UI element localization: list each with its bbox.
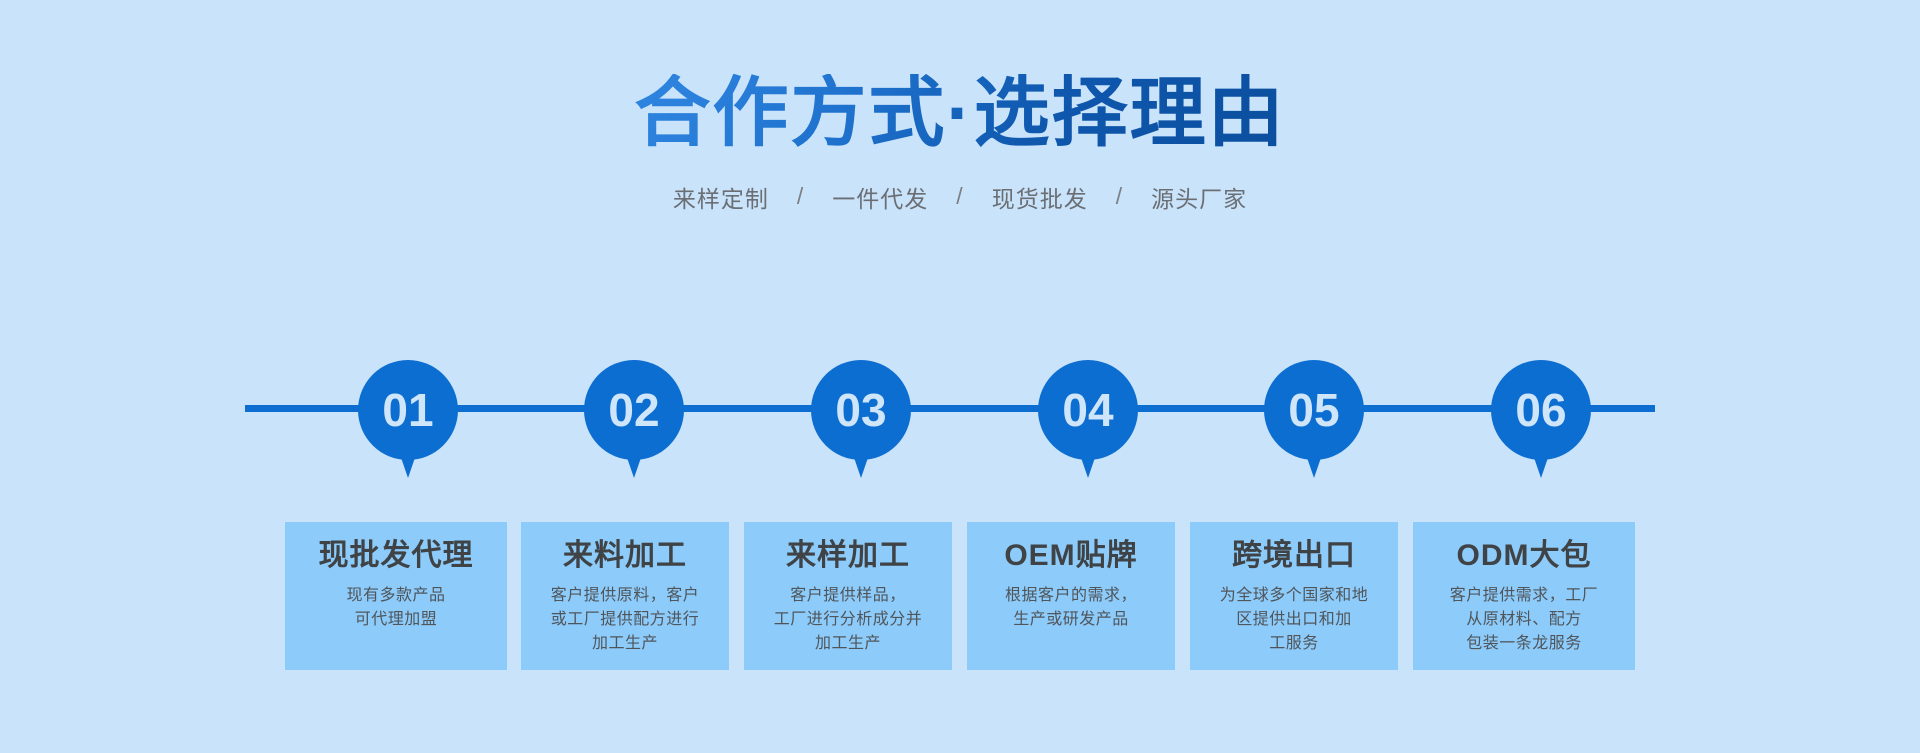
subtitle-item-2: 现货批发 xyxy=(991,185,1088,212)
step-card-05[interactable]: 跨境出口 为全球多个国家和地 区提供出口和加 工服务 xyxy=(1190,522,1398,670)
card-title-05: 跨境出口 xyxy=(1232,539,1356,572)
step-cards: 现批发代理 现有多款产品 可代理加盟 来料加工 客户提供原料，客户 或工厂提供配… xyxy=(0,522,1920,670)
timeline-marker-01[interactable]: 01 xyxy=(358,360,458,478)
marker-number-05: 05 xyxy=(1288,384,1340,436)
card-title-04: OEM贴牌 xyxy=(1004,539,1138,572)
subtitle-separator-0: / xyxy=(796,183,805,210)
marker-number-01: 01 xyxy=(382,384,434,436)
step-card-02[interactable]: 来料加工 客户提供原料，客户 或工厂提供配方进行 加工生产 xyxy=(521,522,729,670)
marker-circle-01: 01 xyxy=(358,360,458,460)
card-title-06: ODM大包 xyxy=(1456,539,1592,572)
timeline-track xyxy=(245,405,1655,412)
timeline-marker-04[interactable]: 04 xyxy=(1038,360,1138,478)
card-description-03: 客户提供样品， 工厂进行分析成分并 加工生产 xyxy=(773,587,923,652)
timeline-marker-03[interactable]: 03 xyxy=(811,360,911,478)
step-card-04[interactable]: OEM贴牌 根据客户的需求， 生产或研发产品 xyxy=(967,522,1175,670)
page-title: 合作方式·选择理由 xyxy=(634,71,1286,156)
marker-circle-04: 04 xyxy=(1038,360,1138,460)
marker-circle-02: 02 xyxy=(584,360,684,460)
page-header: 合作方式·选择理由 来样定制 / 一件代发 / 现货批发 / 源头厂家 xyxy=(0,0,1920,214)
marker-number-03: 03 xyxy=(835,384,887,436)
step-card-01[interactable]: 现批发代理 现有多款产品 可代理加盟 xyxy=(285,522,507,670)
subtitle-item-3: 源头厂家 xyxy=(1151,185,1248,212)
subtitle-separator-1: / xyxy=(956,183,964,210)
marker-circle-03: 03 xyxy=(811,360,911,460)
step-card-06[interactable]: ODM大包 客户提供需求，工厂 从原材料、配方 包装一条龙服务 xyxy=(1413,522,1635,670)
marker-circle-06: 06 xyxy=(1491,360,1591,460)
timeline-marker-02[interactable]: 02 xyxy=(584,360,684,478)
card-description-04: 根据客户的需求， 生产或研发产品 xyxy=(1004,587,1137,628)
timeline-markers: 01 02 03 04 05 06 xyxy=(0,360,1920,490)
marker-number-06: 06 xyxy=(1515,384,1567,436)
card-description-05: 为全球多个国家和地 区提供出口和加 工服务 xyxy=(1219,587,1369,652)
marker-number-02: 02 xyxy=(608,384,660,436)
card-title-03: 来样加工 xyxy=(786,539,910,572)
card-description-02: 客户提供原料，客户 或工厂提供配方进行 加工生产 xyxy=(550,587,700,652)
subtitle-item-1: 一件代发 xyxy=(832,185,929,212)
marker-circle-05: 05 xyxy=(1264,360,1364,460)
timeline-marker-06[interactable]: 06 xyxy=(1491,360,1591,478)
marker-number-04: 04 xyxy=(1062,384,1114,436)
card-description-06: 客户提供需求，工厂 从原材料、配方 包装一条龙服务 xyxy=(1449,587,1599,652)
card-title-01: 现批发代理 xyxy=(318,539,474,572)
step-card-03[interactable]: 来样加工 客户提供样品， 工厂进行分析成分并 加工生产 xyxy=(744,522,952,670)
subtitle-separator-2: / xyxy=(1115,183,1124,210)
subtitle-row: 来样定制 / 一件代发 / 现货批发 / 源头厂家 xyxy=(0,180,1920,214)
timeline-marker-05[interactable]: 05 xyxy=(1264,360,1364,478)
card-description-01: 现有多款产品 可代理加盟 xyxy=(346,587,446,628)
card-title-02: 来料加工 xyxy=(563,539,687,572)
subtitle-item-0: 来样定制 xyxy=(672,185,769,212)
